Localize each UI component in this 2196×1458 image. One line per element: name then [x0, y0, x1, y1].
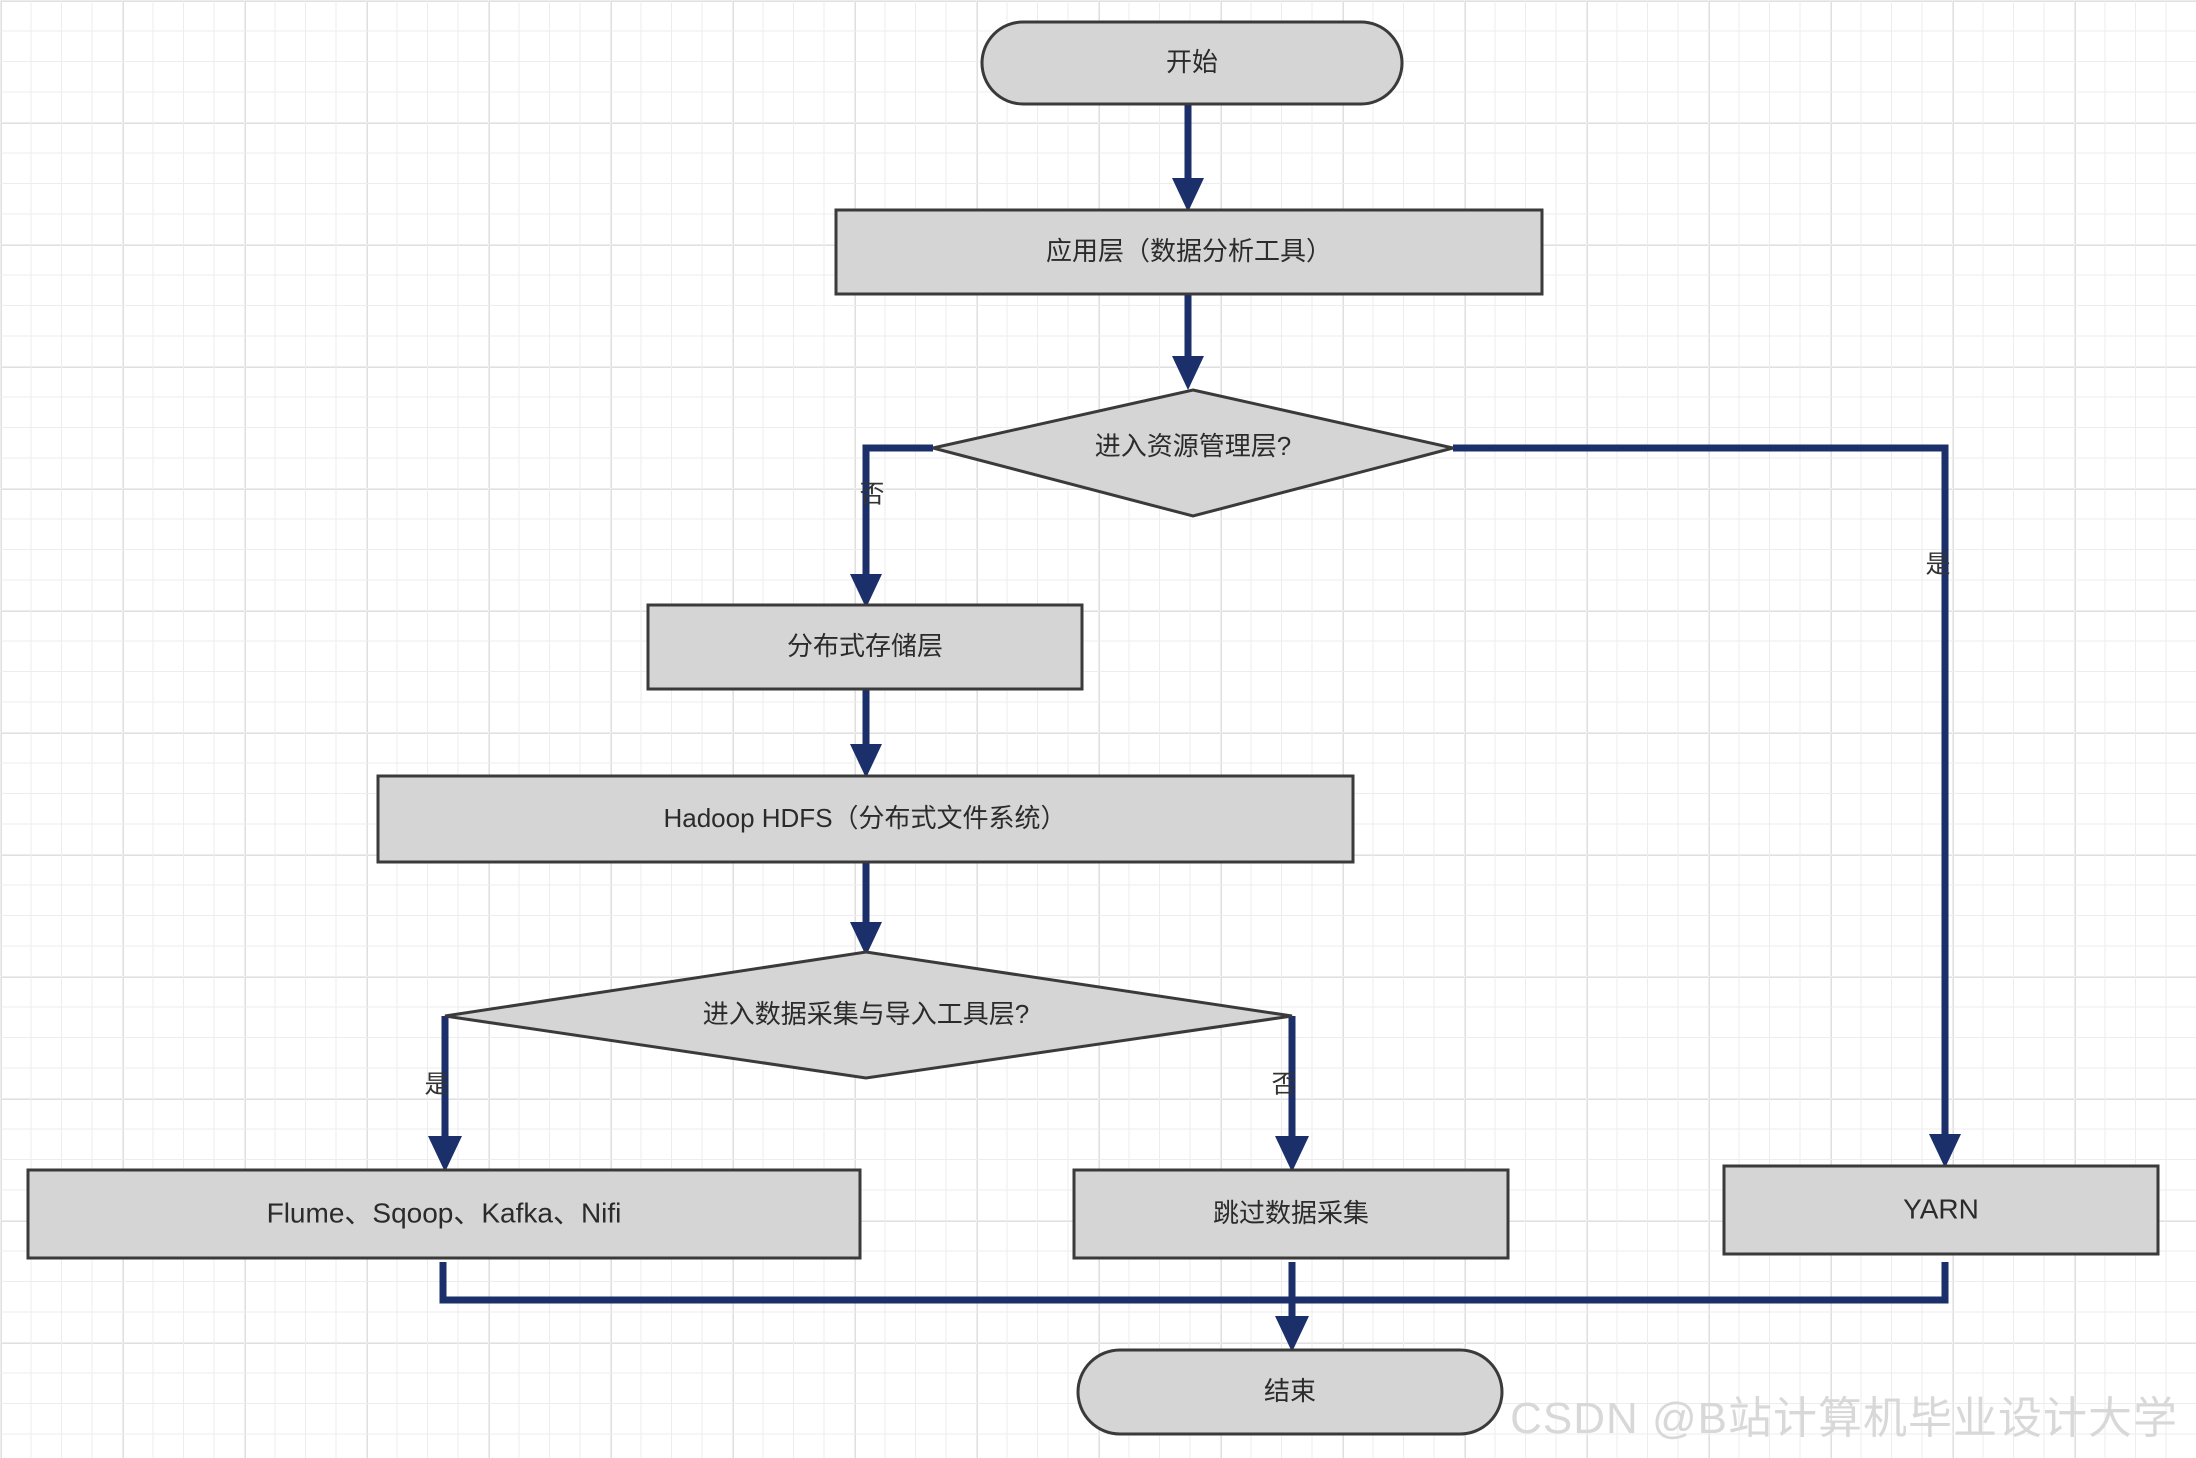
- svg-text:Hadoop HDFS（分布式文件系统）: Hadoop HDFS（分布式文件系统）: [663, 803, 1066, 833]
- node-decision-ingestion-layer[interactable]: 进入数据采集与导入工具层?: [444, 950, 1293, 1080]
- edge-decision1-to-yarn: 是: [1453, 444, 1961, 1168]
- node-decision-resource-layer[interactable]: 进入资源管理层?: [932, 388, 1454, 518]
- svg-text:YARN: YARN: [1903, 1193, 1979, 1224]
- svg-text:Flume、Sqoop、Kafka、Nifi: Flume、Sqoop、Kafka、Nifi: [267, 1197, 622, 1228]
- edge-start-to-app: [1172, 104, 1204, 212]
- svg-text:分布式存储层: 分布式存储层: [787, 631, 943, 661]
- node-start[interactable]: 开始: [980, 20, 1404, 106]
- node-application-layer[interactable]: 应用层（数据分析工具）: [834, 208, 1544, 296]
- node-hadoop-hdfs[interactable]: Hadoop HDFS（分布式文件系统）: [376, 774, 1355, 864]
- edge-hdfs-to-decision2: [850, 862, 882, 956]
- edge-app-to-decision1: [1172, 294, 1204, 390]
- svg-text:跳过数据采集: 跳过数据采集: [1213, 1198, 1369, 1228]
- edge-decision1-to-storage: 否: [850, 444, 933, 608]
- edge-decision2-to-skip: 否: [1271, 1016, 1309, 1172]
- edge-label-decision2-yes: 是: [424, 1071, 449, 1099]
- edge-decision2-to-tools: 是: [424, 1016, 462, 1172]
- edge-storage-to-hdfs: [850, 688, 882, 778]
- node-yarn[interactable]: YARN: [1722, 1164, 2160, 1256]
- svg-text:应用层（数据分析工具）: 应用层（数据分析工具）: [1046, 236, 1332, 266]
- node-ingestion-tools[interactable]: Flume、Sqoop、Kafka、Nifi: [26, 1168, 862, 1260]
- svg-text:开始: 开始: [1166, 47, 1218, 77]
- svg-text:进入资源管理层?: 进入资源管理层?: [1095, 431, 1291, 461]
- node-end[interactable]: 结束: [1076, 1348, 1504, 1436]
- edge-yarn-to-end: [1292, 1262, 1949, 1304]
- edge-label-decision1-no: 否: [859, 481, 884, 509]
- node-skip-collection[interactable]: 跳过数据采集: [1072, 1168, 1510, 1260]
- edge-skip-to-end: [1275, 1262, 1309, 1352]
- edge-tools-to-end: [439, 1262, 1292, 1304]
- edge-label-decision2-no: 否: [1271, 1071, 1296, 1099]
- watermark-text: CSDN @B站计算机毕业设计大学: [1510, 1394, 2178, 1443]
- edge-label-decision1-yes: 是: [1925, 551, 1950, 579]
- svg-text:进入数据采集与导入工具层?: 进入数据采集与导入工具层?: [703, 999, 1029, 1029]
- svg-text:结束: 结束: [1264, 1376, 1316, 1406]
- node-distributed-storage-layer[interactable]: 分布式存储层: [646, 603, 1084, 691]
